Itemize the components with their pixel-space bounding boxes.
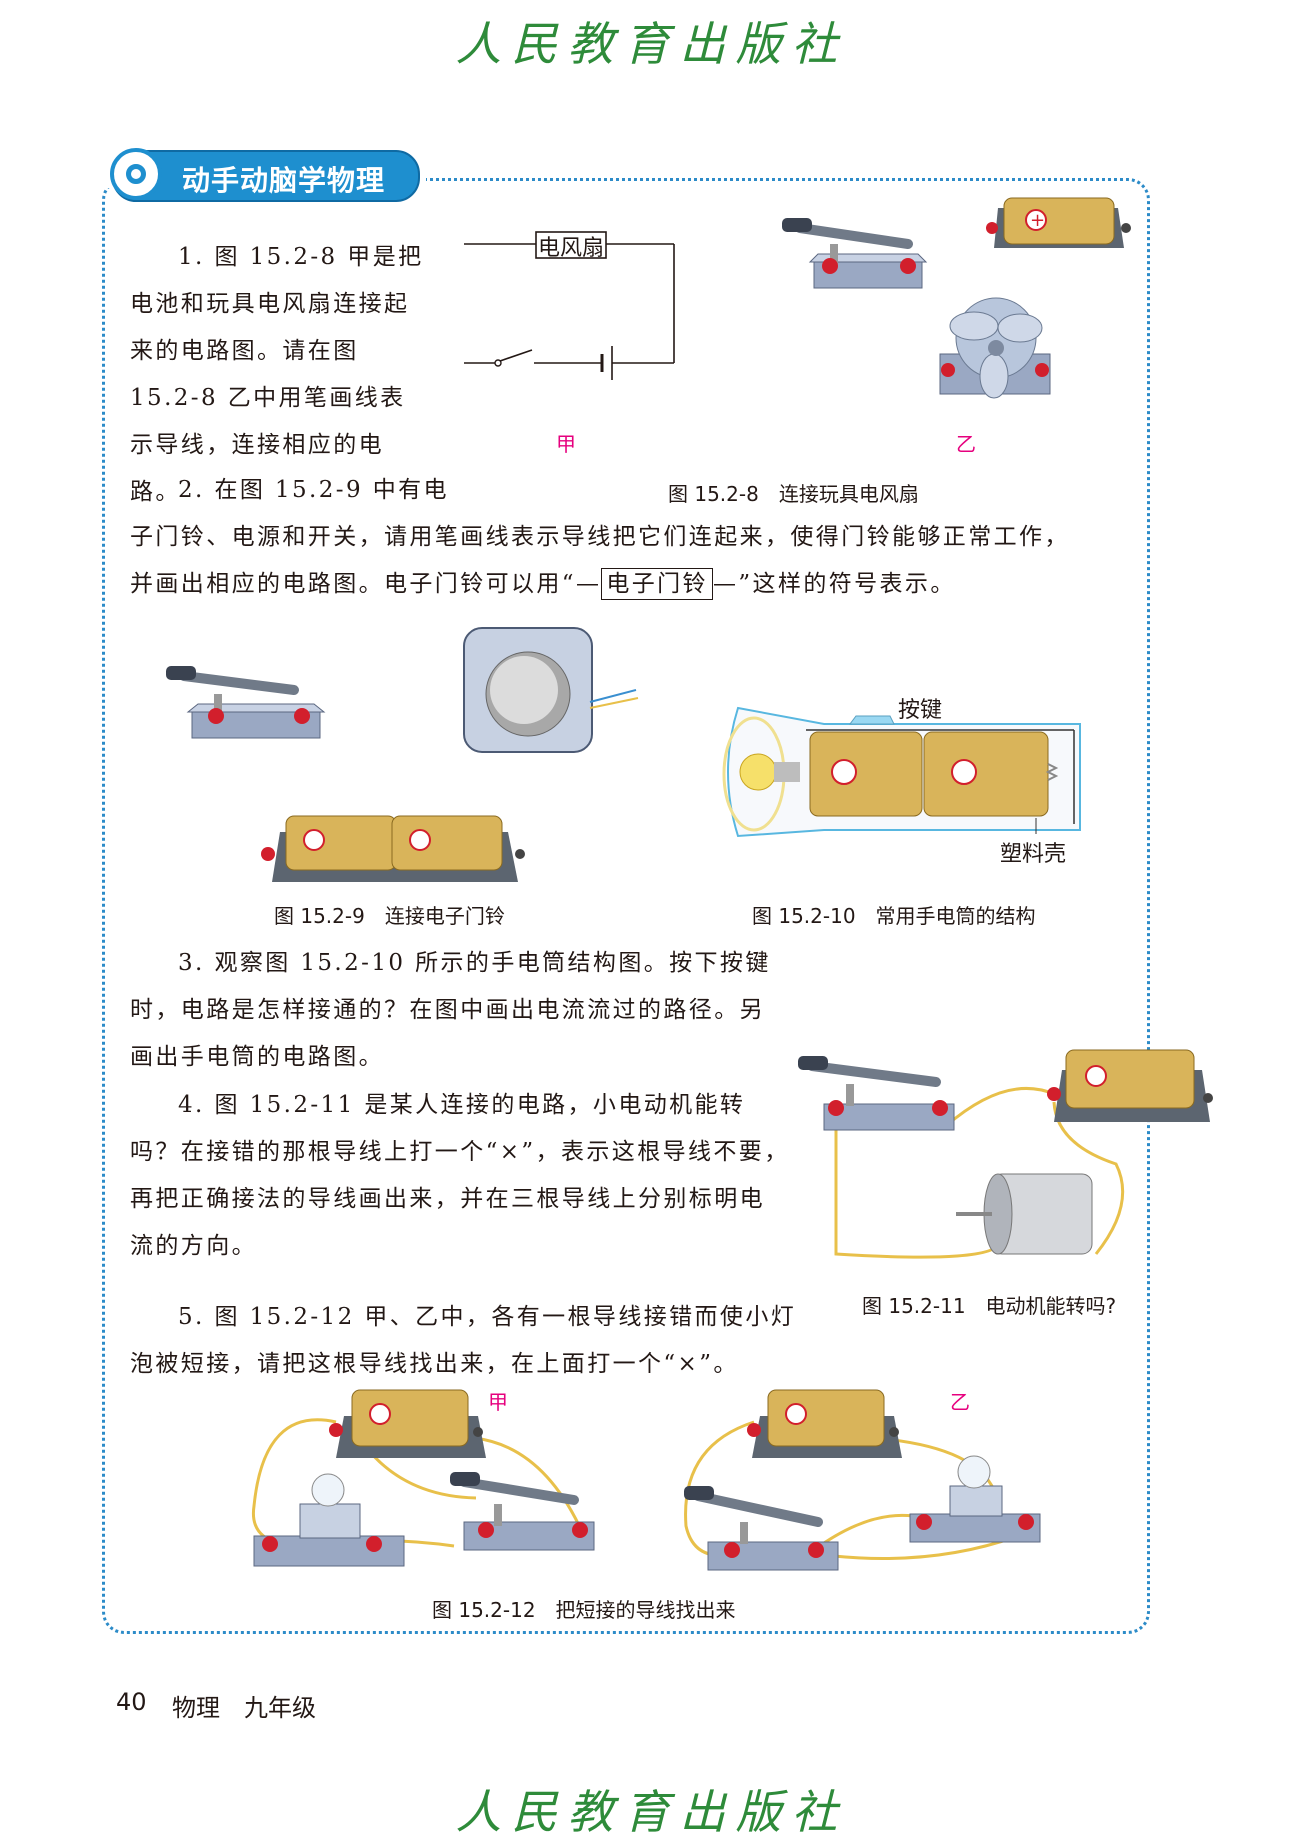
short-circuit-figure-jia <box>251 1389 595 1567</box>
fig-15-2-10-caption: 图 15.2-10 常用手电筒的结构 <box>752 904 1036 928</box>
fig-15-2-12-caption: 图 15.2-12 把短接的导线找出来 <box>432 1598 736 1622</box>
footer-subject: 物理 九年级 <box>172 1694 316 1722</box>
label-jia-1: 甲 <box>556 432 576 456</box>
label-yi-2: 乙 <box>950 1390 970 1414</box>
section-header: 动手动脑学物理 <box>110 148 420 202</box>
flashlight-shell-label: 塑料壳 <box>1000 842 1067 867</box>
fan-circuit-diagram <box>464 231 675 380</box>
switch-component <box>782 218 928 289</box>
question-4: 4. 图 15.2-11 是某人连接的电路，小电动机能转吗？在接错的那根导线上打… <box>130 1092 790 1259</box>
page-number: 40 <box>116 1688 147 1716</box>
question-2-intro: 2. 在图 15.2-9 中有电 <box>178 477 449 503</box>
doorbell-symbol: 电子门铃 <box>601 568 713 600</box>
short-circuit-figure-yi <box>684 1389 1041 1571</box>
question-2-line-a: 子门铃、电源和开关，请用笔画线表示导线把它们连起来，使得门铃能够正常工作， <box>130 524 1070 550</box>
question-3: 3. 观察图 15.2-10 所示的手电筒结构图。按下按键时，电路是怎样接通的？… <box>130 950 771 1070</box>
fig-15-2-11-caption: 图 15.2-11 电动机能转吗? <box>862 1294 1117 1318</box>
motor-circuit-figure <box>798 1049 1213 1259</box>
exercise-frame <box>102 178 1150 1634</box>
fig-15-2-8-caption: 图 15.2-8 连接玩具电风扇 <box>668 482 919 506</box>
svg-text:+: + <box>1030 210 1045 231</box>
publisher-logo: 人民教育出版社 <box>455 17 848 71</box>
question-1: 1. 图 15.2-8 甲是把电池和玩具电风扇连接起来的电路图。请在图 15.2… <box>130 244 424 505</box>
flashlight-diagram <box>722 706 1081 838</box>
two-battery-component <box>261 815 525 882</box>
switch-component-2 <box>166 666 326 739</box>
target-icon <box>110 148 162 200</box>
battery-component: + <box>986 197 1131 248</box>
doorbell-component <box>463 627 639 753</box>
label-jia-2: 甲 <box>488 1390 508 1414</box>
toy-fan-component <box>939 297 1051 399</box>
label-yi-1: 乙 <box>956 432 976 456</box>
fan-box-label: 电风扇 <box>538 236 605 261</box>
question-5: 5. 图 15.2-12 甲、乙中，各有一根导线接错而使小灯泡被短接，请把这根导… <box>130 1304 797 1377</box>
question-2-line-b: 并画出相应的电路图。电子门铃可以用“—电子门铃—”这样的符号表示。 <box>130 561 1130 608</box>
fig-15-2-9-caption: 图 15.2-9 连接电子门铃 <box>274 904 505 928</box>
flashlight-key-label: 按键 <box>898 698 943 723</box>
publisher-logo-bottom: 人民教育出版社 <box>455 1785 848 1839</box>
section-title: 动手动脑学物理 <box>182 164 386 197</box>
